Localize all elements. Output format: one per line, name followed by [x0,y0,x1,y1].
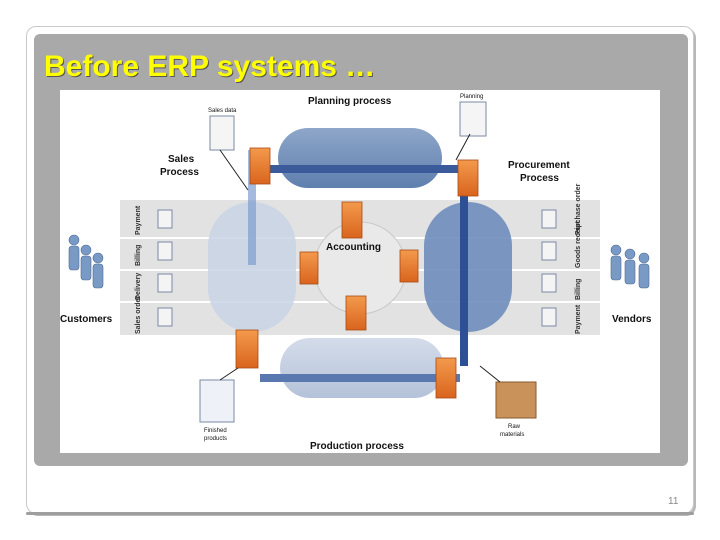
right-tab-labels: Purchase order Goods receipt Billing Pay… [575,183,582,334]
planning-doc-icon [459,101,487,137]
right-tab-payment: Payment [575,304,582,334]
erp-diagram: Payment Billing Delivery Sales order Pur… [60,90,660,453]
right-tab-goods-receipt: Goods receipt [575,220,582,268]
firewall-icon [235,329,259,369]
document-icon [157,241,173,261]
left-tab-payment: Payment [135,205,142,235]
firewall-icon [399,249,419,283]
document-icon [541,307,557,327]
raw-materials-label-1: Raw [508,424,521,430]
sales-process-label-2: Process [160,167,199,178]
raw-materials-icon [495,381,537,419]
page-number: 11 [668,496,679,507]
right-tab-billing: Billing [575,279,582,300]
left-tab-sales-order: Sales order [135,296,142,334]
document-icon [541,209,557,229]
document-icon [541,273,557,293]
right-tab-purchase-order: Purchase order [575,183,582,235]
firewall-icon [299,251,319,285]
firewall-icon [457,159,479,197]
planning-doc-label: Planning [460,94,483,100]
sales-data-label: Sales data [208,108,237,114]
sales-data-icon [209,115,235,151]
slide-title: Before ERP systems … [44,50,376,83]
production-process-label: Production process [310,441,404,452]
procurement-label-2: Process [520,173,559,184]
document-icon [541,241,557,261]
band-document-icons [157,209,557,327]
process-flow-bars [248,150,468,382]
vendors-people-icon [610,244,650,289]
sales-process-label-1: Sales [168,154,195,165]
pointer-lines [219,133,501,383]
vendors-label: Vendors [612,314,652,325]
firewall-icon [341,201,363,239]
document-icon [157,307,173,327]
firewall-icon [345,295,367,331]
left-tab-labels: Payment Billing Delivery Sales order [135,205,142,334]
production-oval [280,338,444,398]
left-tab-billing: Billing [135,245,142,266]
planning-oval [278,128,442,188]
footer-line [26,512,694,515]
finished-products-label-2: products [204,436,227,442]
firewall-icons [235,147,479,399]
customers-label: Customers [60,314,113,325]
finished-products-label-1: Finished [204,428,227,434]
planning-process-label: Planning process [308,96,392,107]
finished-products-icon [199,379,235,423]
firewall-icon [249,147,271,185]
document-icon [157,273,173,293]
document-icon [157,209,173,229]
left-tab-delivery: Delivery [135,273,142,300]
firewall-icon [435,357,457,399]
accounting-label: Accounting [326,242,381,253]
raw-materials-label-2: materials [500,432,524,438]
sales-oval [208,202,296,332]
procurement-label-1: Procurement [508,160,570,171]
customers-people-icon [68,234,104,289]
